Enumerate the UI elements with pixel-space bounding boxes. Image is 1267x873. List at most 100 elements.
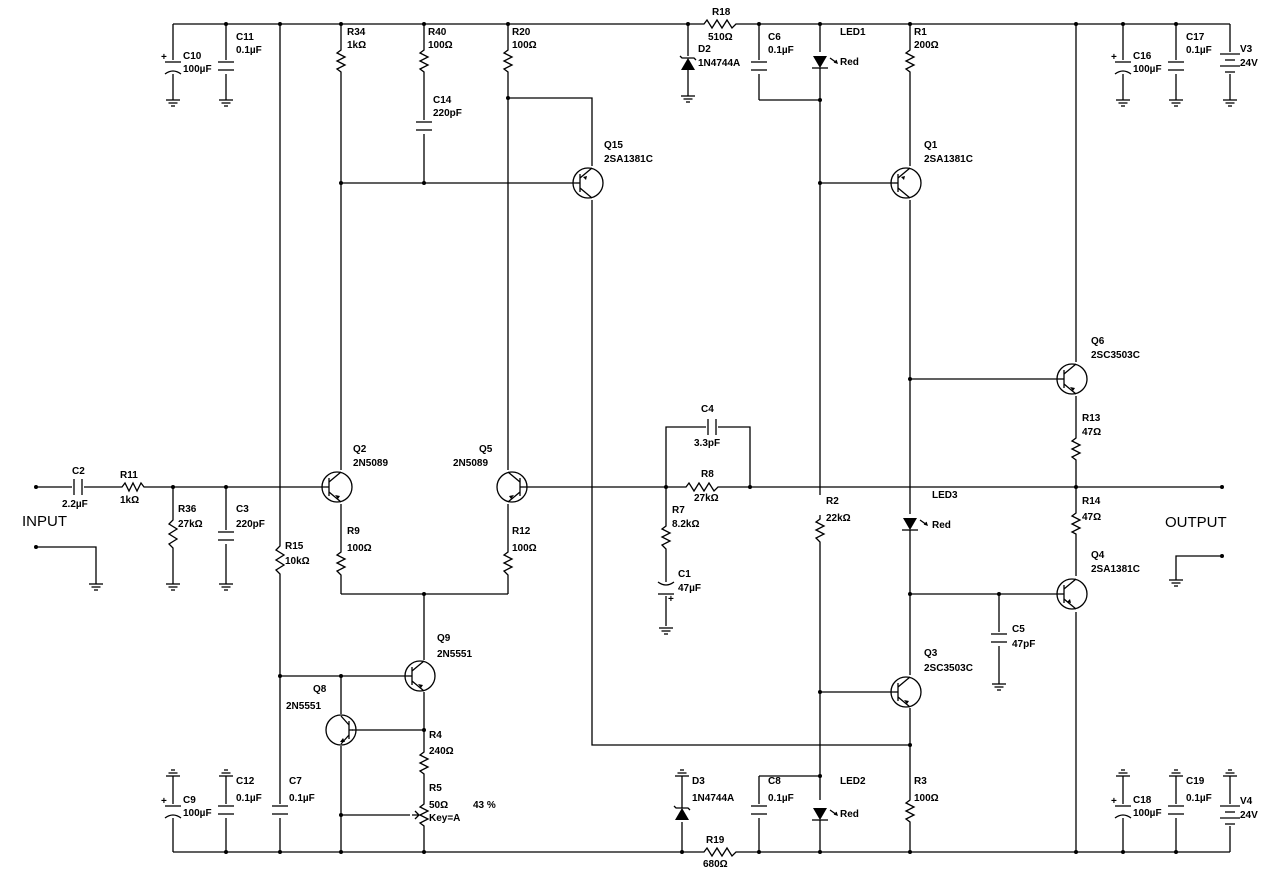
label-val: 100µF: [183, 808, 212, 819]
label-val: 2SC3503C: [1091, 350, 1140, 361]
label-pct: 43 %: [473, 800, 496, 811]
label-val: 0.1µF: [289, 793, 315, 804]
label-ref: D2: [698, 44, 711, 55]
led-LED1: [812, 56, 839, 69]
label-ref: R1: [914, 27, 927, 38]
resistor-R4: [418, 748, 430, 776]
svg-text:+: +: [1111, 796, 1117, 807]
label-ref: R36: [178, 504, 197, 515]
resistor-R3: [904, 796, 916, 826]
label-val: 24V: [1240, 58, 1258, 69]
junctions: [34, 22, 1224, 854]
label-ref: LED1: [840, 27, 866, 38]
resistor-R11: [118, 481, 146, 493]
label-ref: Q2: [353, 444, 367, 455]
resistor-R18: [700, 18, 740, 30]
label-ref: Q15: [604, 140, 623, 151]
transistor-Q8: [325, 714, 357, 746]
label-ref: C7: [289, 776, 302, 787]
label-ref: C9: [183, 795, 196, 806]
label-ref: R15: [285, 541, 304, 552]
label-ref: C17: [1186, 32, 1205, 43]
label-val: 0.1µF: [1186, 45, 1212, 56]
label-val: 2N5551: [437, 649, 472, 660]
label-val: 200Ω: [914, 40, 939, 51]
label-ref: R5: [429, 783, 442, 794]
transistor-Q15: [572, 167, 604, 199]
transistor-Q9: [404, 660, 436, 692]
resistor-R34: [335, 46, 347, 76]
label-val: 47pF: [1012, 639, 1035, 650]
label-val: 27kΩ: [694, 493, 719, 504]
resistor-R7: [660, 522, 672, 552]
label-ref: Q4: [1091, 550, 1105, 561]
label-ref: Q1: [924, 140, 938, 151]
transistor-Q2: [321, 471, 353, 503]
capacitor-C19: [1168, 805, 1184, 815]
zener-D3: [673, 805, 691, 820]
label-val: 100Ω: [914, 793, 939, 804]
capacitor-C14: [416, 121, 432, 131]
capacitor-C17: [1168, 61, 1184, 71]
label-ref: Q6: [1091, 336, 1105, 347]
resistor-R2: [814, 515, 826, 545]
label-ref: R11: [120, 470, 138, 481]
label-ref: Q5: [479, 444, 493, 455]
battery-V3: [1220, 53, 1240, 73]
label-ref: R3: [914, 776, 927, 787]
label-ref: R12: [512, 526, 531, 537]
label-ref: C3: [236, 504, 249, 515]
label-val: 1N4744A: [698, 58, 740, 69]
label-ref: Q9: [437, 633, 451, 644]
label-val: 100Ω: [512, 543, 537, 554]
label-val: 100µF: [183, 64, 212, 75]
svg-text:+: +: [1111, 52, 1117, 63]
label-val: 100Ω: [428, 40, 453, 51]
label-ref: C18: [1133, 795, 1152, 806]
capacitors: + + + + +: [73, 52, 1184, 819]
label-val: Red: [840, 809, 859, 820]
label-val: 1N4744A: [692, 793, 734, 804]
label-ref: C14: [433, 95, 452, 106]
label-val: 240Ω: [429, 746, 454, 757]
label-val: 2N5089: [453, 458, 488, 469]
transistor-Q5: [496, 471, 528, 503]
output-label: OUTPUT: [1165, 514, 1227, 531]
label-ref: C5: [1012, 624, 1025, 635]
capacitor-C11: [218, 61, 234, 71]
svg-text:+: +: [161, 52, 167, 63]
label-ref: V4: [1240, 796, 1253, 807]
label-val: 0.1µF: [236, 45, 262, 56]
resistor-R15: [274, 540, 286, 578]
resistor-R13: [1070, 434, 1082, 462]
label-val: Red: [932, 520, 951, 531]
label-val: 2SA1381C: [604, 154, 653, 165]
label-val: 22kΩ: [826, 513, 851, 524]
label-ref: C6: [768, 32, 781, 43]
label-val: 0.1µF: [768, 45, 794, 56]
label-ref: Q8: [313, 684, 327, 695]
label-ref: R34: [347, 27, 366, 38]
transistor-Q4: [1056, 578, 1088, 610]
label-ref: Q3: [924, 648, 938, 659]
led-LED2: [812, 808, 839, 821]
label-key: Key=A: [429, 813, 460, 824]
label-val: 1kΩ: [120, 495, 139, 506]
resistor-R40: [418, 46, 430, 76]
label-val: 24V: [1240, 810, 1258, 821]
label-ref: LED3: [932, 490, 958, 501]
label-val: 2N5089: [353, 458, 388, 469]
label-ref: C10: [183, 51, 202, 62]
transistor-Q6: [1056, 363, 1088, 395]
label-val: 2.2µF: [62, 499, 88, 510]
label-ref: R8: [701, 469, 714, 480]
capacitor-C8: [751, 805, 767, 815]
resistor-R36: [167, 514, 179, 552]
label-ref: R40: [428, 27, 447, 38]
label-ref: C1: [678, 569, 691, 580]
label-val: Red: [840, 57, 859, 68]
resistor-R9: [335, 548, 347, 578]
resistor-R19: [700, 846, 740, 858]
